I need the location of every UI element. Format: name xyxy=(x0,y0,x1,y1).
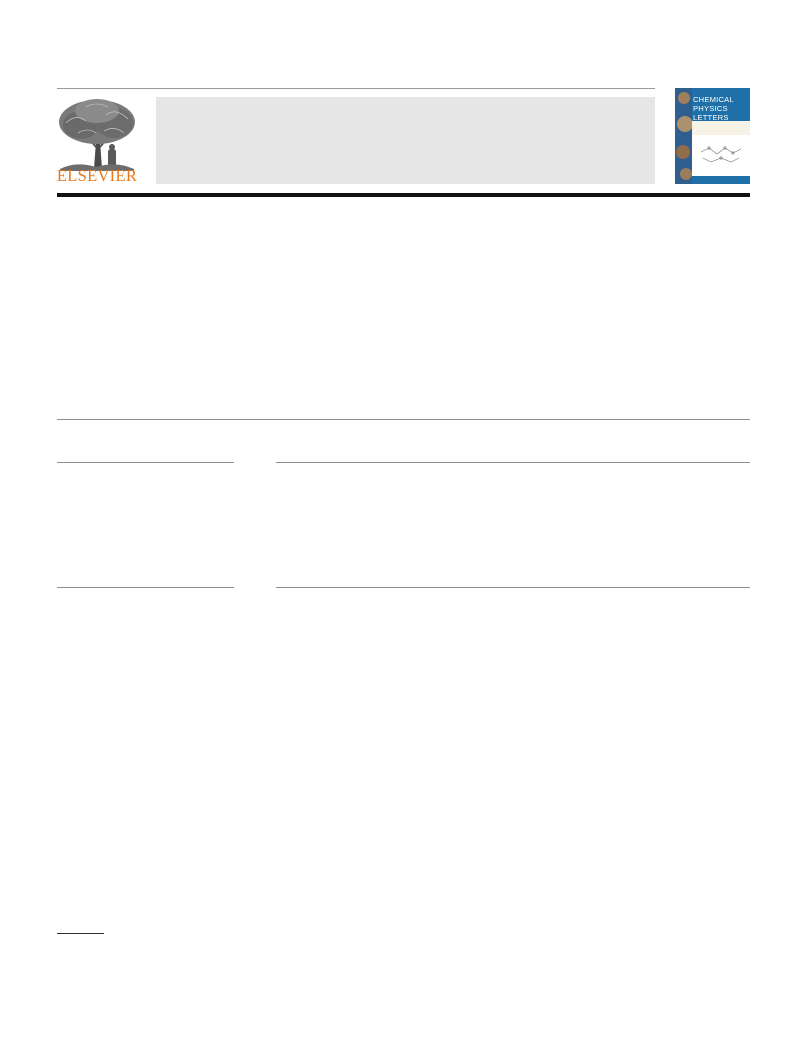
abstract-rule-top xyxy=(276,462,750,463)
header-bottom-rule xyxy=(57,193,750,197)
publisher-name: ELSEVIER xyxy=(56,166,138,185)
header-top-rule xyxy=(57,88,655,89)
cover-title-line: LETTERS xyxy=(693,113,729,122)
journal-info-box xyxy=(156,97,655,184)
cover-title-line: CHEMICAL xyxy=(693,95,734,104)
abstract-rule-bottom xyxy=(276,587,750,588)
tree-engraving-icon xyxy=(56,95,138,185)
footnote-rule xyxy=(57,933,104,934)
journal-cover-title: CHEMICAL PHYSICS LETTERS xyxy=(693,95,751,122)
article-info-rule-bottom xyxy=(57,587,234,588)
journal-cover-thumbnail xyxy=(675,88,750,184)
title-section-divider xyxy=(57,419,750,420)
article-info-rule-top xyxy=(57,462,234,463)
cover-title-line: PHYSICS xyxy=(693,104,728,113)
